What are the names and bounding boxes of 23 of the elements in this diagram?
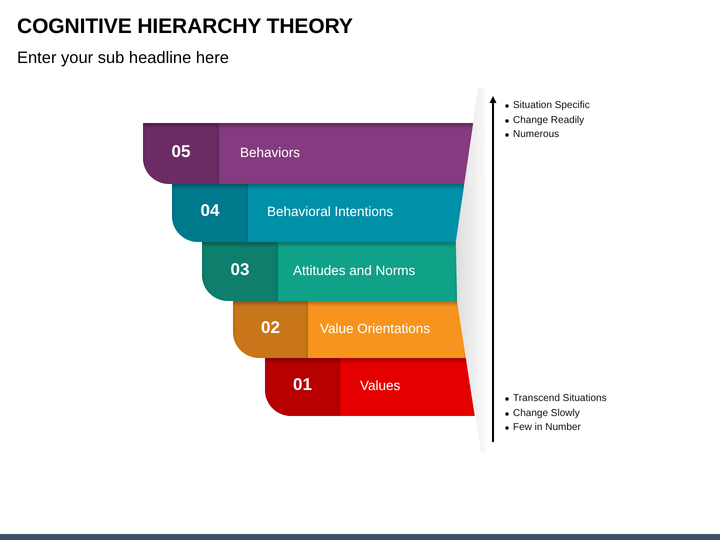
step-band: [172, 184, 464, 242]
step-label: Behavioral Intentions: [267, 204, 394, 220]
bullet-text: Situation Specific: [513, 100, 590, 112]
number-tab: 02: [233, 301, 308, 358]
bullet-text: Few in Number: [513, 422, 581, 434]
bullet-text: Change Slowly: [513, 408, 580, 420]
bullet-text: Change Readily: [513, 114, 584, 126]
number-tab: 05: [143, 123, 219, 184]
bullet-text: Transcend Situations: [513, 393, 607, 405]
step-label: Value Orientations: [320, 320, 430, 336]
subtitle: Enter your sub headline here: [17, 49, 229, 68]
step-band: [265, 358, 475, 416]
step-band: [233, 301, 466, 358]
step-band: [202, 242, 458, 301]
step-label: Values: [360, 378, 400, 394]
title: COGNITIVE HIERARCHY THEORY: [17, 15, 353, 39]
number-tab: 01: [265, 358, 340, 416]
number-tab: 04: [172, 184, 248, 242]
step-label: Attitudes and Norms: [293, 262, 416, 278]
step-label: Behaviors: [240, 144, 300, 160]
bullet-text: Numerous: [513, 129, 560, 141]
step-band: [143, 123, 474, 184]
number-tab: 03: [202, 242, 278, 301]
